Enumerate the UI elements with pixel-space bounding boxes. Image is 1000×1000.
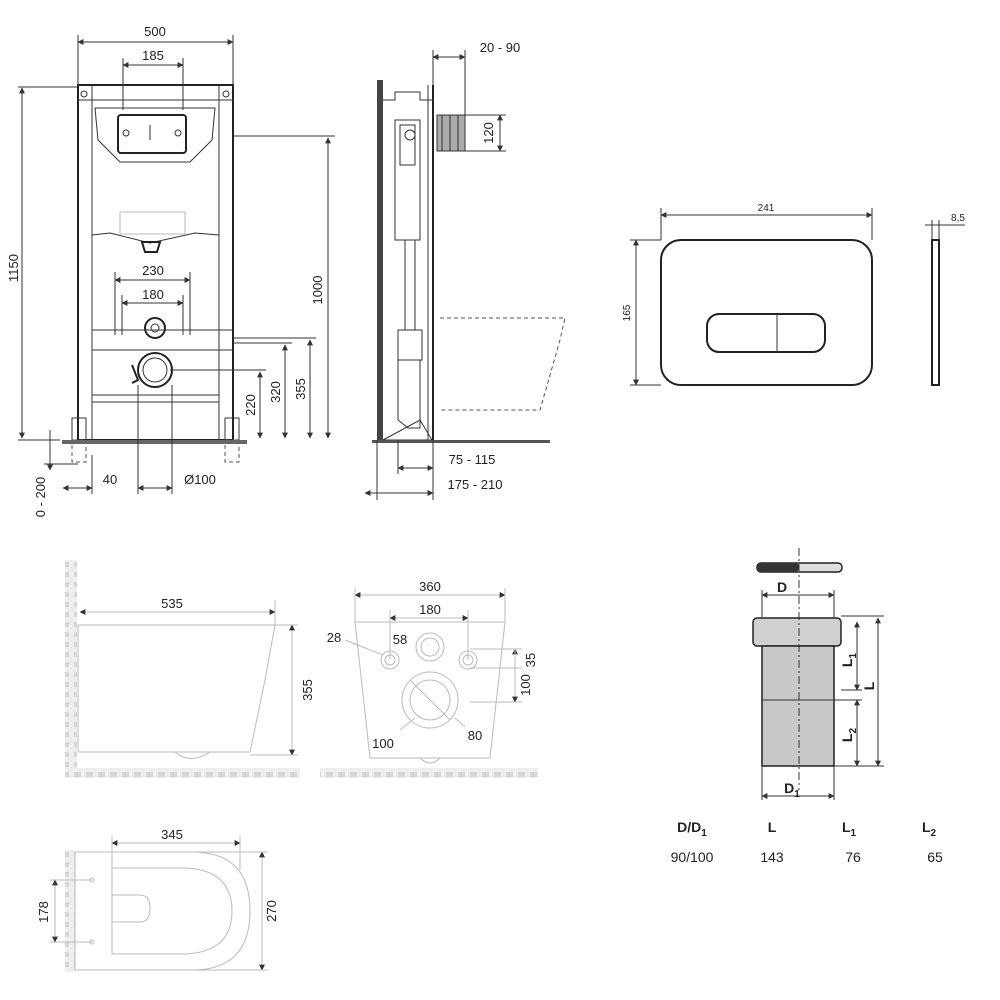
dim-40: 40 [103,472,117,487]
dim-355: 355 [293,378,308,400]
table-value-l1: 76 [845,849,861,865]
flush-buttons [706,313,826,353]
connector-pipe [761,645,835,767]
connector-view: D D1 L L1 L2 D/D1 L L1 L2 90/100 [671,548,943,865]
connector-collar [752,617,842,647]
label-l1: L [839,658,855,667]
bowl-top-outline [74,851,251,971]
dim-535: 535 [161,596,183,611]
dim-230: 230 [142,263,164,278]
dim-270: 270 [264,900,279,922]
water-inlet [144,317,166,339]
dim-165: 165 [622,304,633,321]
dim-241: 241 [758,203,775,214]
flush-plate [660,239,873,386]
bowl-side-view: 535 355 [65,560,315,778]
dim-120: 120 [481,122,496,144]
label-d: D [777,579,787,595]
dim-1000: 1000 [310,276,325,305]
dim-320: 320 [268,381,283,403]
dim-220: 220 [243,394,258,416]
flush-plate-profile [931,239,940,386]
frame-side-view: 20 - 90 120 75 - 115 175 - 210 [364,40,566,500]
bowl-top-view: 345 178 270 [36,827,279,972]
label-l: L [861,681,877,690]
dim-leg-adjust: 0 - 200 [33,477,48,517]
dim-outlet-80: 80 [468,728,482,743]
table-value-l: 143 [760,849,784,865]
side-cistern [394,119,421,241]
bowl-back-outline [354,621,506,759]
table-value-l2: 65 [927,849,943,865]
label-d1: D [784,780,794,796]
table-value-d: 90/100 [671,849,714,865]
dim-28: 28 [327,630,341,645]
dim-500: 500 [144,24,166,39]
table-header-l1-sub: 1 [851,828,857,839]
table-header-d-sub: 1 [701,828,707,839]
dim-depth-adjust: 20 - 90 [480,40,520,55]
dim-185: 185 [142,48,164,63]
dim-180: 180 [142,287,164,302]
svg-text:L2: L2 [922,819,937,839]
dim-pipe: Ø100 [184,472,216,487]
dim-bowl-355: 355 [300,679,315,701]
bowl-side-outline [77,624,276,753]
svg-text:L1: L1 [842,819,857,839]
label-l2-sub: 2 [848,728,859,734]
dim-75-115: 75 - 115 [449,452,496,467]
connector-table: D/D1 L L1 L2 90/100 143 76 65 [671,819,943,865]
table-header-d: D/D [677,819,701,835]
flush-plate-view: 241 165 8,5 [622,203,965,386]
dim-58: 58 [393,632,407,647]
svg-text:D/D1: D/D1 [677,819,707,839]
cistern-outline [94,107,216,163]
dim-360: 360 [419,579,441,594]
dim-345: 345 [161,827,183,842]
dim-thickness: 8,5 [951,213,965,224]
svg-text:L2: L2 [839,728,859,743]
dim-back-180: 180 [419,602,441,617]
dim-outlet-100: 100 [372,736,394,751]
table-header-l1: L [842,819,851,835]
label-l1-sub: 1 [848,653,859,659]
label-l2: L [839,733,855,742]
dim-1150: 1150 [6,254,21,282]
frame-front-view: 500 185 1150 1000 230 180 355 320 220 [6,24,335,517]
table-header-l2-sub: 2 [931,828,937,839]
dim-175-210: 175 - 210 [448,477,503,492]
dim-35: 35 [523,653,538,667]
dim-178: 178 [36,901,51,923]
dim-back-100: 100 [518,674,533,696]
table-header-l2: L [922,819,931,835]
svg-text:D1: D1 [784,780,800,800]
svg-text:L1: L1 [839,653,859,668]
dashed-bowl [440,317,566,411]
table-header-l: L [768,819,777,835]
label-d1-sub: 1 [794,789,800,800]
bowl-back-view: 360 180 58 28 100 35 100 80 [320,579,538,778]
flush-opening [117,114,187,154]
